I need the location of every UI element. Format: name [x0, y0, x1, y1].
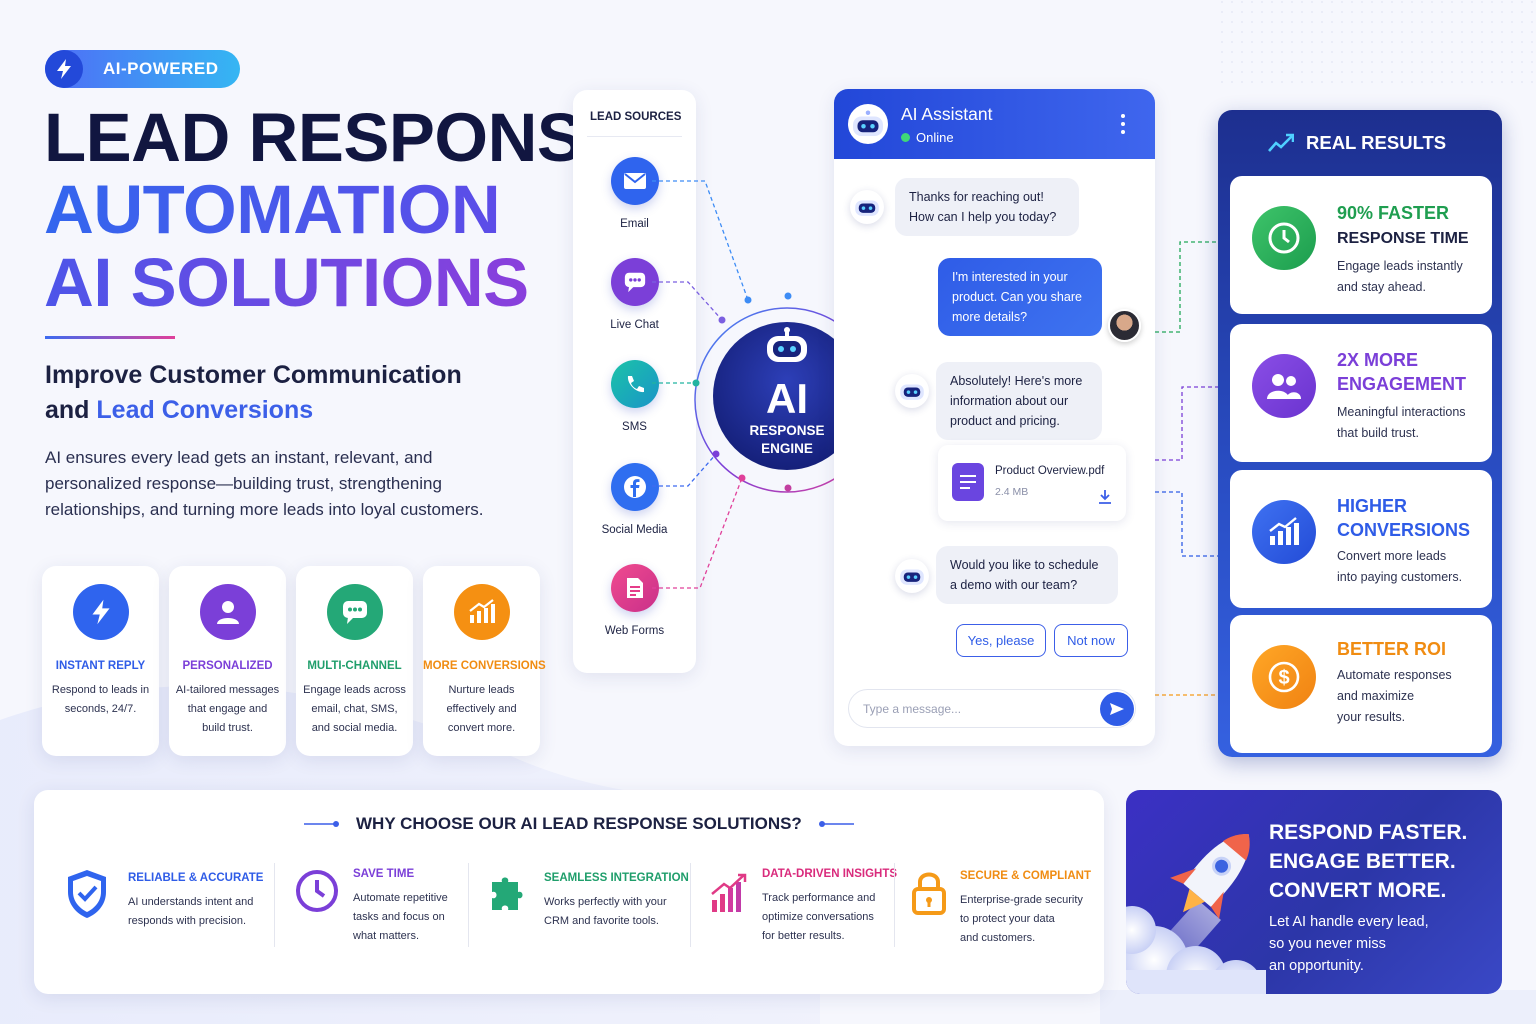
lead-sources-title: LEAD SOURCES: [590, 111, 682, 123]
badge-label: AI-POWERED: [103, 59, 219, 78]
send-button[interactable]: [1100, 692, 1134, 726]
results-title: REAL RESULTS: [1268, 132, 1446, 154]
clock-icon: [1252, 206, 1316, 270]
ai-assistant-chat-window: AI Assistant Online Thanks for reaching …: [834, 89, 1155, 746]
title-line-3: AI SOLUTIONS: [44, 244, 529, 321]
title-line-1: LEAD RESPONSE: [44, 99, 628, 176]
chat-title: AI Assistant: [901, 104, 993, 124]
form-icon: [610, 564, 659, 612]
why-title: WHY CHOOSE OUR AI LEAD RESPONSE SOLUTION…: [304, 814, 854, 834]
envelope-icon: [610, 157, 659, 205]
dollar-icon: $: [1252, 645, 1316, 709]
subtitle: Improve Customer Communication and Lead …: [45, 361, 462, 424]
why-choose-section: WHY CHOOSE OUR AI LEAD RESPONSE SOLUTION…: [34, 790, 1104, 994]
user-avatar: [1108, 309, 1141, 342]
trend-icon: [1268, 133, 1294, 152]
download-icon[interactable]: [1098, 489, 1112, 510]
feature-card-personalized: PERSONALIZED AI-tailored messages that e…: [169, 566, 286, 756]
message-input[interactable]: Type a message...: [848, 689, 1136, 728]
not-now-button[interactable]: Not now: [1054, 624, 1128, 657]
growth-chart-icon: [453, 584, 510, 640]
lead-sources-panel: LEAD SOURCES Email Live Chat SMS Social …: [573, 90, 696, 673]
send-icon: [1110, 703, 1124, 715]
bar-chart-icon: [710, 872, 748, 919]
cta-headline: RESPOND FASTER.ENGAGE BETTER.CONVERT MOR…: [1269, 821, 1468, 902]
cta-text: Let AI handle every lead,so you never mi…: [1269, 914, 1429, 974]
chat-dots-icon: [610, 258, 659, 306]
feature-card-multi-channel: MULTI-CHANNEL Engage leads across email,…: [296, 566, 413, 756]
bot-avatar: [848, 104, 888, 144]
person-icon: [199, 584, 256, 640]
ai-response-engine: AI RESPONSE ENGINE: [749, 375, 825, 457]
lightning-icon: [45, 50, 83, 88]
facebook-icon: [610, 463, 659, 511]
source-live-chat[interactable]: Live Chat: [573, 258, 696, 331]
shield-check-icon: [64, 868, 110, 925]
ai-powered-badge: AI-POWERED: [45, 50, 240, 88]
file-name: Product Overview.pdf: [995, 465, 1105, 477]
online-status: Online: [901, 130, 954, 145]
phone-icon: [610, 360, 659, 408]
source-email[interactable]: Email: [573, 157, 696, 230]
lightning-icon: [72, 584, 129, 640]
bar-chart-icon: [1252, 500, 1316, 564]
real-results-panel: REAL RESULTS 90% FASTER RESPONSE TIME En…: [1218, 110, 1502, 757]
title-underline: [45, 336, 175, 339]
title-line-2: AUTOMATION: [44, 171, 501, 248]
people-icon: [1252, 354, 1316, 418]
result-card-conversions: HIGHER CONVERSIONS Convert more leads in…: [1230, 470, 1492, 608]
rocket-icon: [1126, 833, 1266, 994]
yes-please-button[interactable]: Yes, please: [956, 624, 1046, 657]
intro-text: AI ensures every lead gets an instant, r…: [45, 448, 484, 519]
bot-message-avatar: [895, 559, 929, 593]
more-menu-icon[interactable]: [1121, 114, 1127, 134]
result-card-faster-response: 90% FASTER RESPONSE TIME Engage leads in…: [1230, 176, 1492, 314]
file-attachment[interactable]: Product Overview.pdf 2.4 MB: [938, 445, 1126, 521]
source-web-forms[interactable]: Web Forms: [573, 564, 696, 637]
clock-icon: [294, 868, 340, 919]
source-social-media[interactable]: Social Media: [573, 463, 696, 536]
source-sms[interactable]: SMS: [573, 360, 696, 433]
chat-icon: [326, 584, 383, 640]
puzzle-icon: [488, 872, 530, 919]
svg-text:$: $: [1278, 667, 1289, 689]
bot-message-1: Thanks for reaching out!How can I help y…: [895, 178, 1079, 236]
document-icon: [952, 463, 984, 501]
bot-message-avatar: [895, 374, 929, 408]
feature-card-more-conversions: MORE CONVERSIONS Nurture leads effective…: [423, 566, 546, 756]
robot-icon: [767, 327, 807, 362]
feature-card-instant-reply: INSTANT REPLY Respond to leads in second…: [42, 566, 159, 756]
cta-banner: RESPOND FASTER.ENGAGE BETTER.CONVERT MOR…: [1126, 790, 1502, 994]
result-card-engagement: 2X MORE ENGAGEMENT Meaningful interactio…: [1230, 324, 1492, 462]
chat-header: AI Assistant Online: [834, 89, 1155, 159]
bot-message-avatar: [850, 190, 884, 224]
lock-icon: [912, 870, 946, 921]
file-size: 2.4 MB: [995, 486, 1029, 498]
result-card-roi: $ BETTER ROI Automate responses and maxi…: [1230, 615, 1492, 753]
